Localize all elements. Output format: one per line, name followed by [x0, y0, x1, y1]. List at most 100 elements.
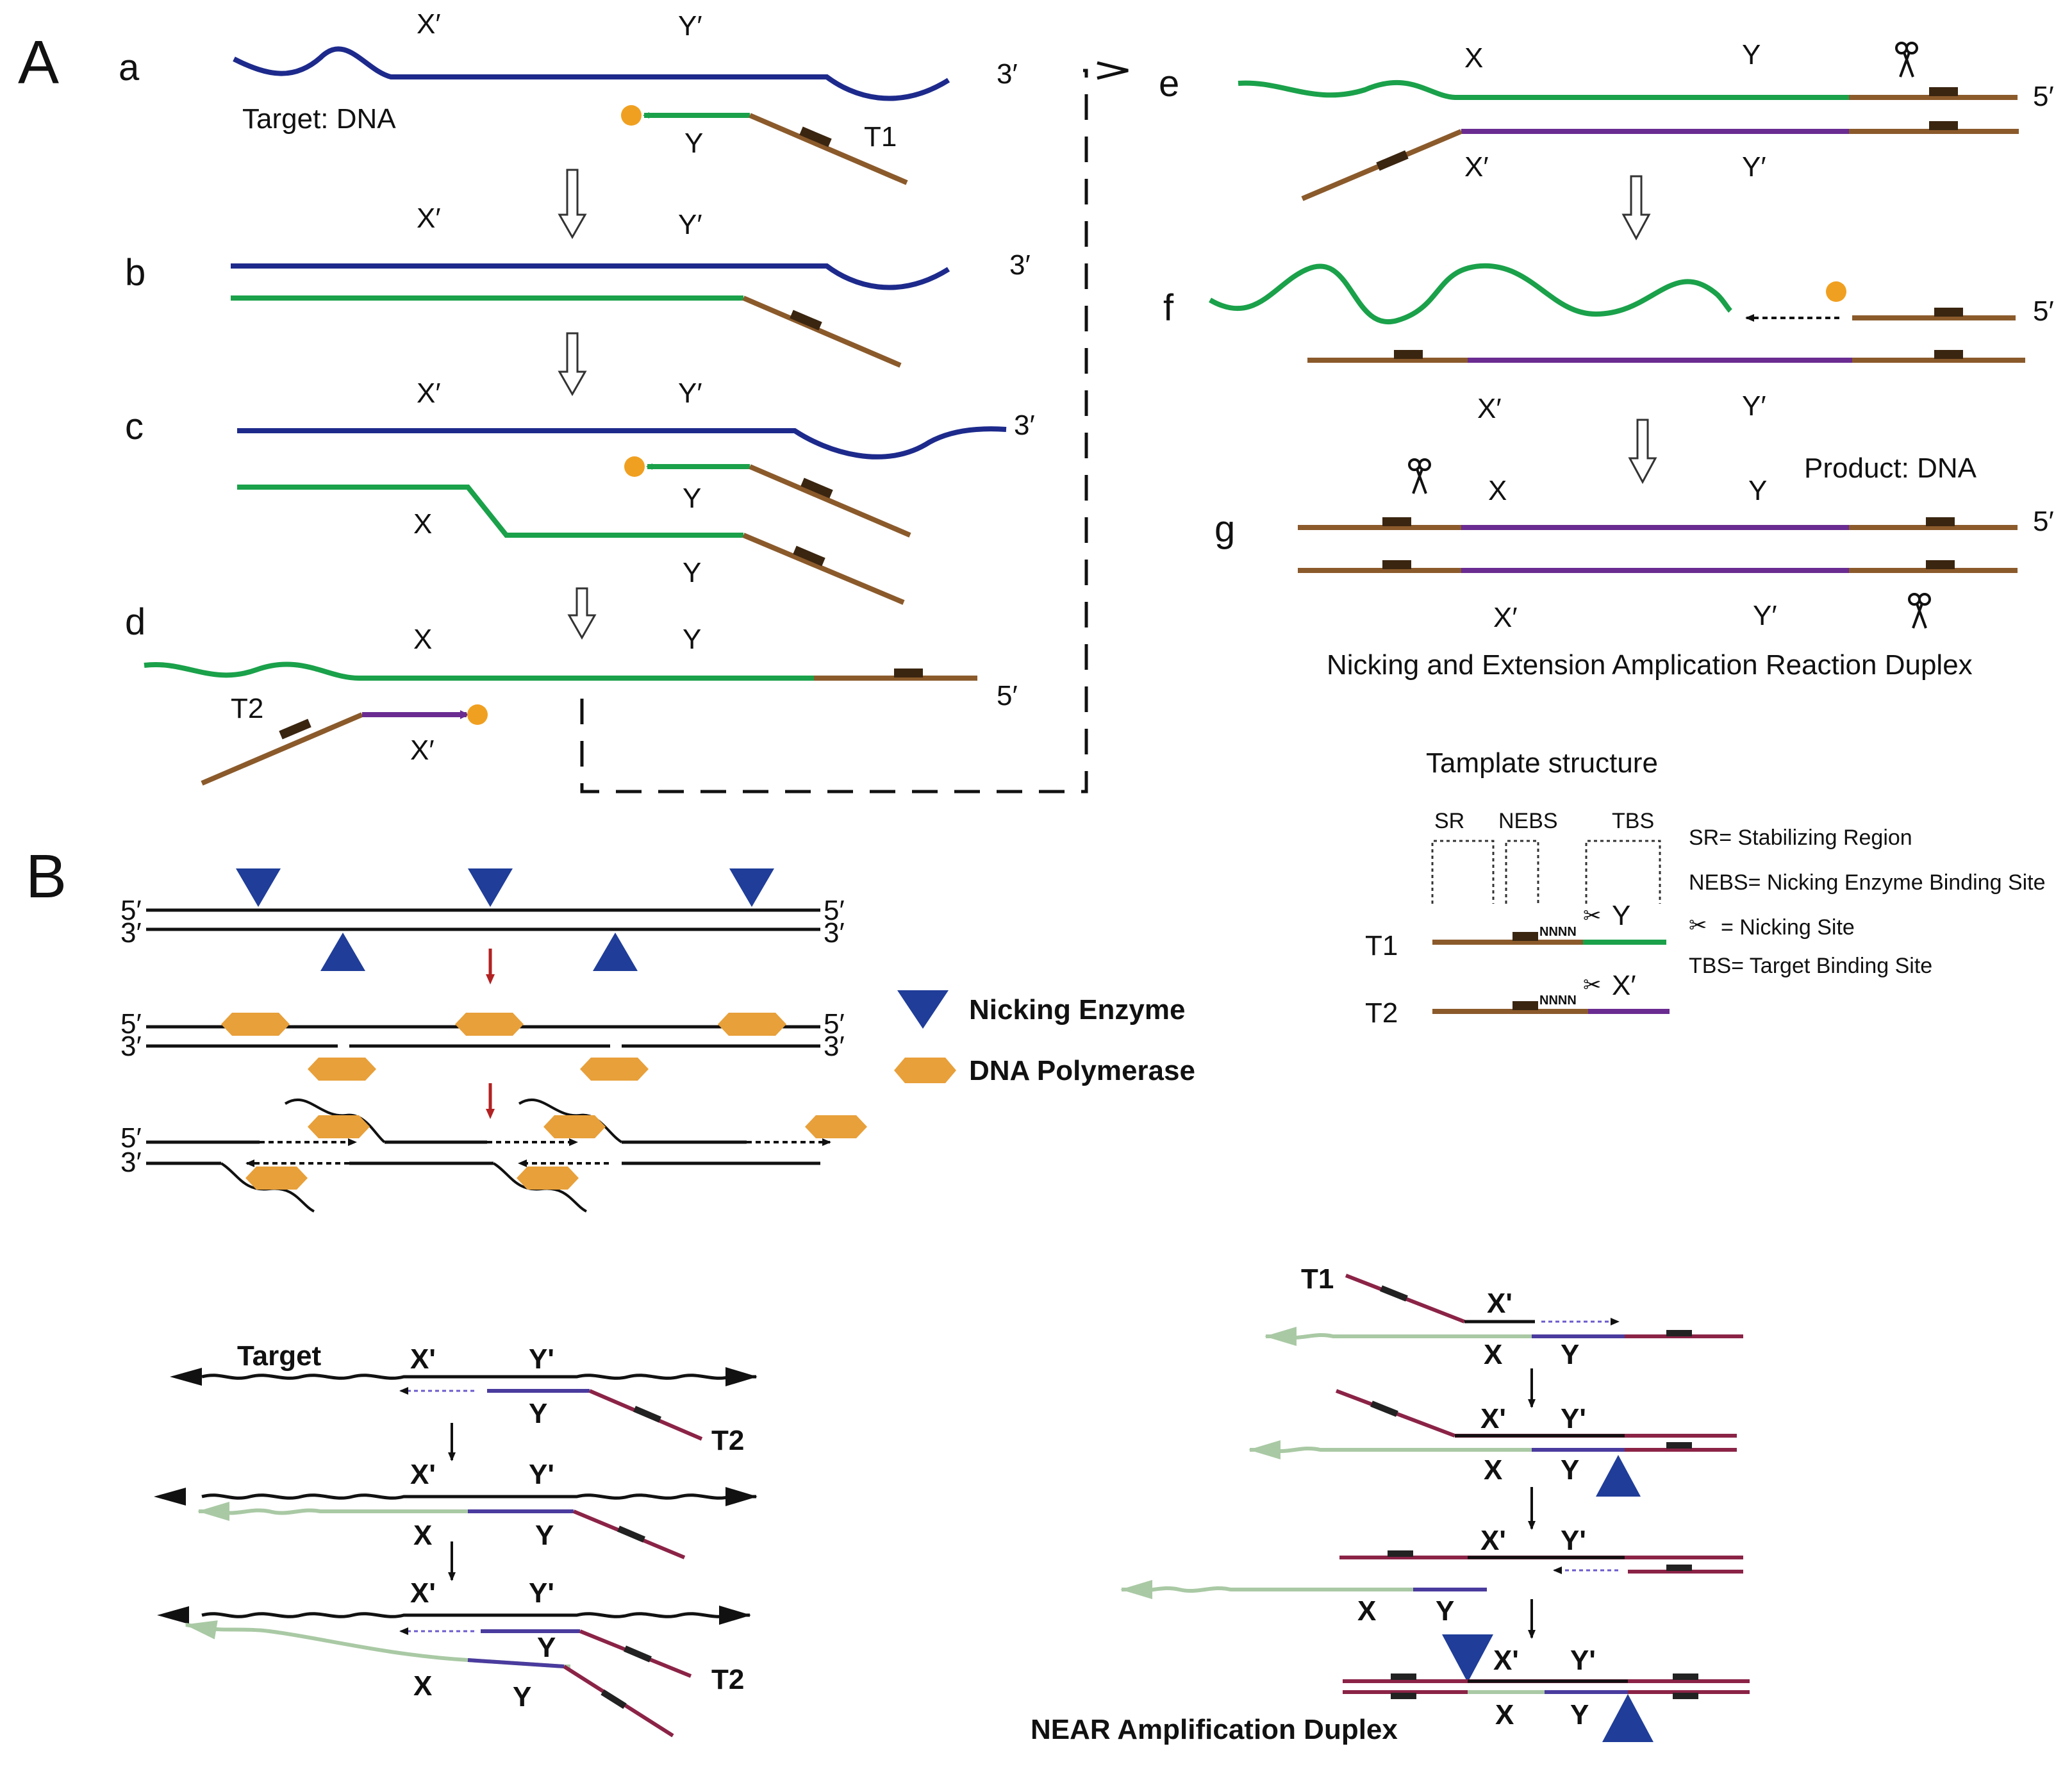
step-d-bead: [467, 704, 488, 725]
br-row1-y: Y: [1561, 1339, 1579, 1370]
bl-row3-y-bottom: Y: [513, 1681, 531, 1713]
bl-row1-target-left-arrowhead-icon: [170, 1368, 202, 1386]
step-e-5prime: 5′: [2033, 81, 2054, 112]
br-row3-xprime: X': [1480, 1525, 1506, 1556]
br-row4-x: X: [1495, 1699, 1514, 1731]
legend-tbs: TBS= Target Binding Site: [1689, 954, 1932, 978]
b-row3-3prime-left: 3′: [120, 1147, 142, 1178]
br-row2-t1-nebs: [1370, 1400, 1398, 1417]
br-row1-pale-strand: [1264, 1327, 1455, 1346]
step-g-yprime: Y′: [1753, 600, 1777, 631]
bottom-left-scheme: Target X' Y' Y T2 X' Y' X Y X' Y' T2 Y: [154, 1340, 758, 1738]
step-e-t2-nebs: [1376, 150, 1409, 171]
legend-nicking-enzyme: Nicking Enzyme: [969, 994, 1185, 1026]
panel-b-letter: B: [26, 842, 67, 911]
panel-a: A a 3′ X′ Y′ Target: DNA Y T1 b X′ Y′ 3′…: [18, 8, 2054, 793]
bl-row2-t2-nebs: [617, 1525, 645, 1543]
template-t1-label: T1: [1365, 930, 1398, 961]
dna-polymerase-icon: [308, 1058, 376, 1081]
template-sr-label: SR: [1434, 809, 1464, 833]
b-row2-3prime-right: 3′: [824, 1031, 845, 1062]
step-b-t1-nebs: [790, 310, 822, 331]
step-b-3prime: 3′: [1009, 249, 1031, 281]
down-arrow-icon: [567, 587, 597, 640]
duplex-caption: Nicking and Extension Amplication Reacti…: [1327, 649, 1973, 681]
panel-b: B 5′ 3′ 5′ 3′ 5′ 3′ 5′ 3′ 5′ 3′: [26, 842, 1195, 1213]
bl-row1-y: Y: [529, 1398, 547, 1429]
step-c-y-top: Y: [683, 483, 701, 514]
step-e-x: X: [1464, 42, 1483, 74]
bl-target-label: Target: [237, 1340, 322, 1372]
scissors-icon: ✂: [1583, 904, 1602, 928]
br-row3-x: X: [1357, 1595, 1376, 1627]
step-c-xprime: X′: [417, 378, 441, 409]
template-structure: Tamplate structure SR NEBS TBS T1 NNNN ✂…: [1365, 747, 2046, 1029]
legend-sr: SR= Stabilizing Region: [1689, 826, 1912, 850]
legend-dna-polymerase: DNA Polymerase: [969, 1055, 1195, 1086]
bl-row3-t2-bottom-nebs: [601, 1689, 627, 1709]
bl-row2-target: [201, 1487, 758, 1506]
step-e-label: e: [1159, 63, 1179, 104]
step-b-t1-template: [742, 295, 902, 368]
panel-a-letter: A: [18, 28, 59, 97]
br-row2-x: X: [1484, 1454, 1502, 1486]
b-row2-5prime-right: 5′: [824, 1008, 845, 1040]
step-f-bead: [1826, 281, 1846, 302]
dna-polymerase-icon: [580, 1058, 649, 1081]
bl-row1-t2-nebs: [633, 1406, 661, 1423]
b-row3-5prime-left: 5′: [120, 1122, 142, 1154]
br-row2-pale-strand: [1248, 1440, 1452, 1459]
step-d-y: Y: [683, 624, 701, 655]
template-tbs-bracket: [1585, 840, 1661, 904]
bl-row3-y-strand-bottom: [467, 1658, 565, 1668]
nicking-enzyme-icon: [593, 933, 638, 971]
step-g-5prime: 5′: [2033, 506, 2054, 537]
br-row4-xprime: X': [1493, 1645, 1519, 1676]
step-g-xprime: X′: [1493, 602, 1518, 633]
br-row2-y: Y: [1561, 1454, 1579, 1486]
nicking-enzyme-legend-icon: [897, 990, 949, 1029]
br-row3-yprime: Y': [1561, 1525, 1586, 1556]
bl-row2-y: Y: [535, 1520, 554, 1551]
step-e-y: Y: [1742, 39, 1761, 71]
step-a-t1-nebs: [799, 126, 832, 147]
template-t2-label: T2: [1365, 997, 1398, 1029]
step-a-label: a: [119, 47, 140, 88]
b-row1-3prime-left: 3′: [120, 917, 142, 949]
step-c-3prime: 3′: [1014, 410, 1035, 441]
step-c-released-strand: [237, 485, 743, 538]
step-c-target-strand: [237, 426, 1007, 460]
b-row2-5prime-left: 5′: [120, 1008, 142, 1040]
step-b-label: b: [125, 252, 145, 294]
dna-polymerase-icon: [308, 1115, 370, 1138]
template-t2-xprime: X′: [1612, 970, 1636, 1001]
step-c-t1-bottom: [742, 533, 905, 605]
bl-row3-t2-label: T2: [711, 1664, 744, 1695]
nicking-enzyme-icon: [1442, 1634, 1493, 1682]
step-d-label: d: [125, 601, 145, 643]
bl-row3-t2-top-nebs: [624, 1645, 652, 1663]
br-row1-xprime: X': [1487, 1288, 1513, 1319]
step-a-t1: T1: [864, 121, 897, 153]
step-b-xprime: X′: [417, 203, 441, 234]
dna-polymerase-icon: [805, 1115, 867, 1138]
b-row1-5prime-left: 5′: [120, 895, 142, 926]
bl-row3-target: [201, 1606, 751, 1625]
bl-row2-target-left-arrowhead-icon: [154, 1488, 186, 1506]
br-row3-y: Y: [1436, 1595, 1454, 1627]
dna-polymerase-legend-icon: [894, 1058, 956, 1083]
step-d-t2-nebs: [279, 718, 311, 740]
nicking-enzyme-icon: [236, 868, 281, 907]
dna-polymerase-icon: [221, 1013, 290, 1036]
bl-row1-xprime: X': [410, 1343, 436, 1375]
br-row4-yprime: Y': [1570, 1645, 1596, 1676]
step-d-t2-template: [201, 712, 363, 786]
bl-row2-x: X: [413, 1520, 432, 1551]
step-g-label: g: [1214, 508, 1235, 550]
step-e-xprime: X′: [1464, 151, 1489, 183]
step-a-bead: [621, 105, 642, 126]
bl-row1-t2-label: T2: [711, 1425, 744, 1456]
br-row1-x: X: [1484, 1339, 1502, 1370]
template-tbs-label: TBS: [1612, 809, 1654, 833]
down-arrow-icon: [558, 332, 587, 397]
